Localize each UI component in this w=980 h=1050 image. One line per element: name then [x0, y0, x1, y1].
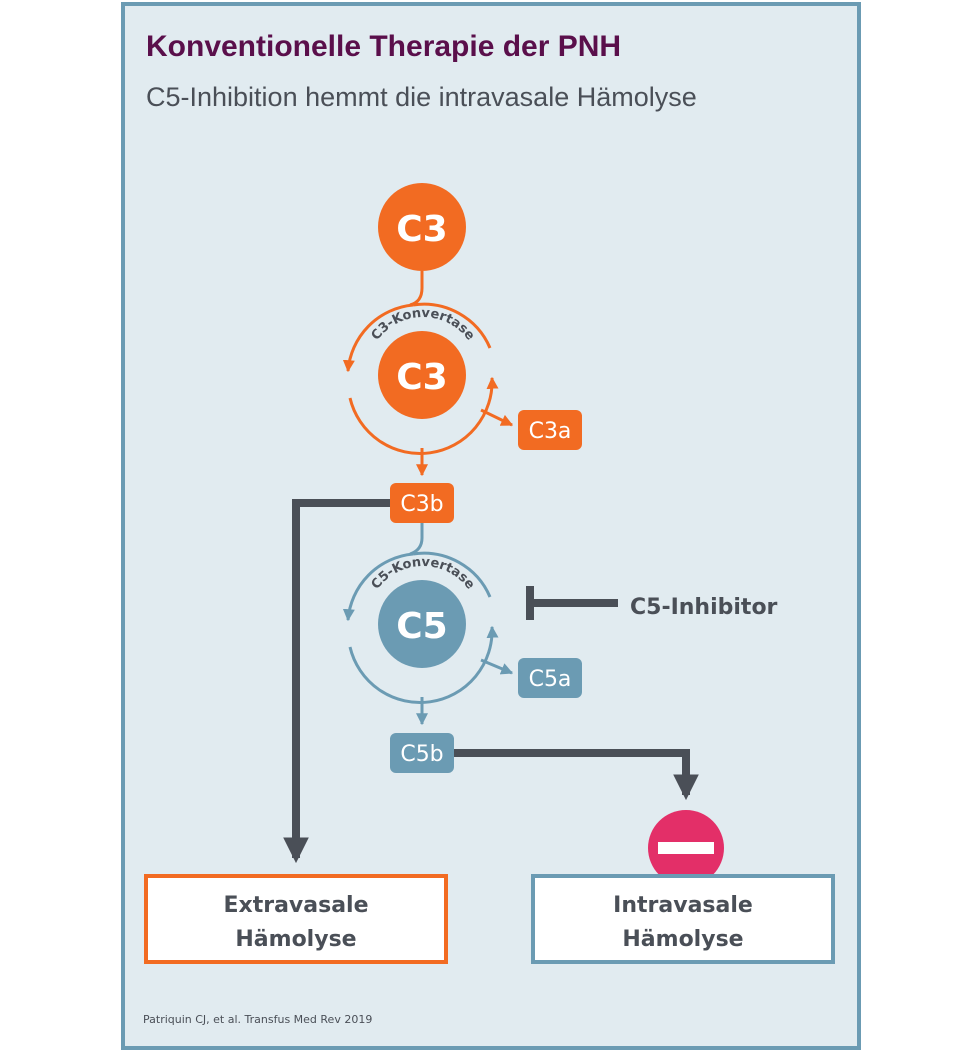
c3b-node [390, 483, 454, 523]
page-title: Konventionelle Therapie der PNH [146, 30, 622, 63]
inhibitor-label: C5-Inhibitor [630, 595, 778, 620]
c5a-arrow [480, 658, 514, 675]
extravascular-line2: Hämolyse [235, 927, 356, 952]
c3a-arrow [480, 408, 514, 427]
c3-convertase-arc-bottom [348, 376, 499, 456]
c5b-node [390, 733, 454, 773]
extravascular-hemolysis-box [144, 874, 448, 964]
intravascular-line1: Intravasale [613, 893, 753, 918]
citation: Patriquin CJ, et al. Transfus Med Rev 20… [143, 1013, 373, 1026]
c5-convertase-node-label: C5 [396, 606, 447, 647]
extravascular-line1: Extravasale [223, 893, 368, 918]
intravascular-hemolysis-box [531, 874, 835, 964]
inhibitor-blunt-arrow [526, 586, 618, 620]
c3-convertase-arc-left [342, 303, 414, 373]
c3-node-label: C3 [396, 209, 447, 250]
page-subtitle: C5-Inhibition hemmt die intravasale Hämo… [146, 82, 697, 112]
extravascular-pathway-arrow [283, 499, 392, 864]
c3-node [378, 183, 466, 271]
c3b-label: C3b [400, 492, 443, 517]
no-entry-icon [648, 810, 724, 886]
c5-connector-line [409, 523, 424, 556]
intravascular-line2: Hämolyse [622, 927, 743, 952]
c5b-label: C5b [400, 742, 443, 767]
c5-convertase-arc-left [342, 552, 414, 622]
c3a-label: C3a [529, 419, 572, 444]
c3-connector-line [409, 271, 424, 307]
c3-convertase-node [378, 331, 466, 419]
c5-convertase-node [378, 580, 466, 668]
c5-convertase-arc-right [412, 551, 492, 598]
c5-convertase-arc-bottom [348, 625, 499, 705]
c5a-node [518, 658, 582, 698]
c5a-label: C5a [529, 667, 572, 692]
c3-convertase-arc-right [412, 302, 492, 349]
c3-convertase-node-label: C3 [396, 357, 447, 398]
intravascular-pathway-arrow [452, 749, 699, 801]
c3a-node [518, 410, 582, 450]
